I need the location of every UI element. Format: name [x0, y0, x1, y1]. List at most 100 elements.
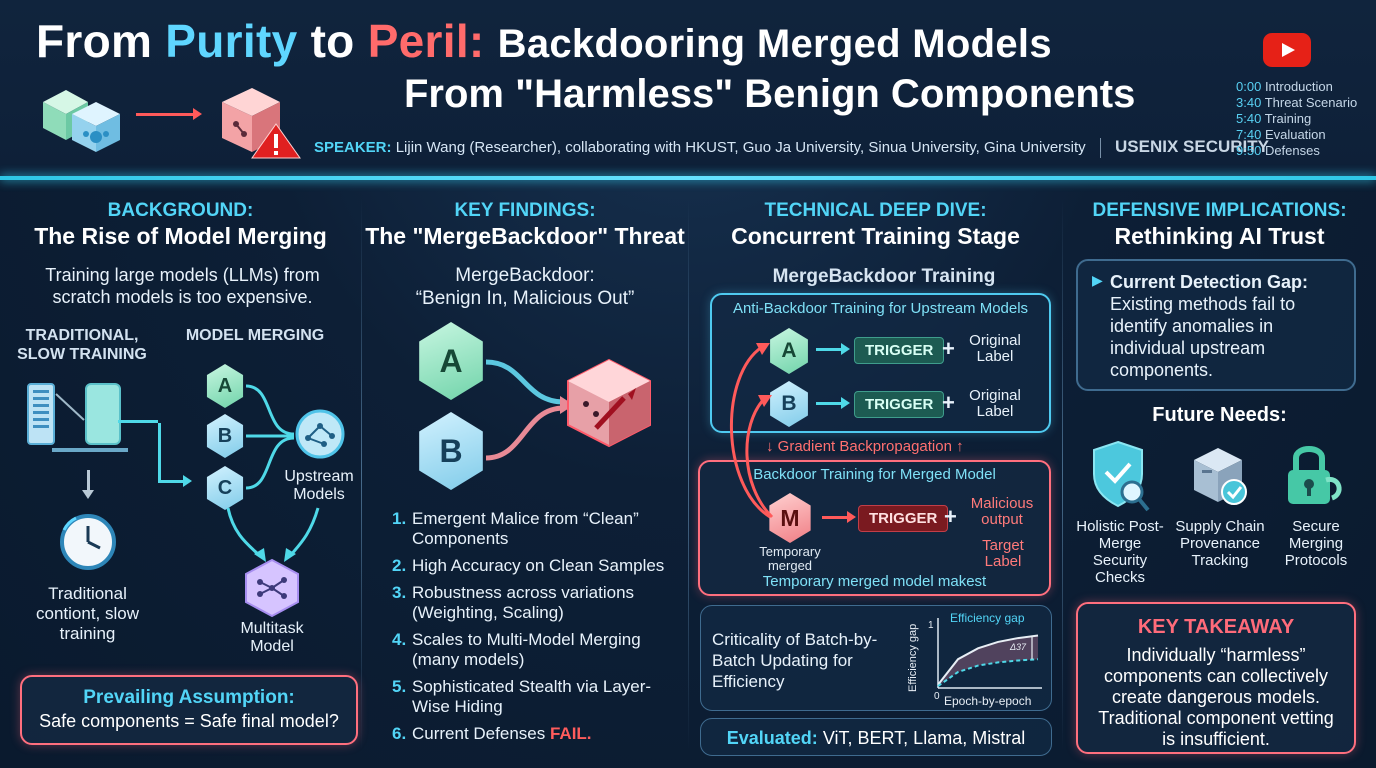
- findings-subheading: The "MergeBackdoor" Threat: [365, 223, 685, 249]
- finding-text: High Accuracy on Clean Samples: [412, 556, 665, 575]
- multitask-label: Multitask Model: [240, 620, 304, 655]
- chapter-time: 7:40: [1236, 127, 1262, 142]
- flow-connector-v: [158, 423, 161, 481]
- malicious-output: Malicious output: [970, 495, 1034, 528]
- y-axis-label: Efficiency gap: [907, 624, 919, 692]
- series-upper-line: [937, 634, 1039, 686]
- arrow-b-trigger: [816, 397, 850, 409]
- temp-merged-label: Temporary merged: [759, 544, 821, 573]
- youtube-play-icon[interactable]: [1263, 33, 1311, 67]
- finding-item: 2. High Accuracy on Clean Samples: [392, 556, 682, 576]
- finding-item: 5.Sophisticated Stealth via Layer-Wise H…: [392, 677, 682, 717]
- backdoor-title: Backdoor Training for Merged Model: [753, 466, 996, 483]
- arrow-a-trigger: [816, 343, 850, 355]
- finding-item: 1. Emergent Malice from “Clean” Component…: [392, 509, 682, 549]
- trigger-m: TRIGGER: [858, 505, 949, 532]
- original-label-a: Original Label: [969, 332, 1021, 365]
- poisoned-cube-icon: [566, 358, 652, 453]
- chapter-item[interactable]: 3:40 Threat Scenario: [1236, 95, 1357, 111]
- background-heading: BACKGROUND:: [107, 200, 254, 221]
- node-c: C: [206, 466, 244, 510]
- future-need-label: Secure Merging Protocols: [1284, 518, 1348, 569]
- findings-list: 1. Emergent Malice from “Clean” Component…: [392, 509, 682, 751]
- backdoor-footer: Temporary merged model makest: [762, 573, 987, 590]
- chart-annotation: Δ37: [1009, 642, 1027, 652]
- takeaway-box: KEY TAKEAWAY Individually “harmless” com…: [1076, 602, 1356, 754]
- original-label-b: Original Label: [969, 387, 1021, 420]
- finding-fail-word: FAIL.: [549, 724, 592, 743]
- defensive-subheading: Rethinking AI Trust: [1114, 223, 1325, 249]
- finding-text: Scales to Multi-Model Merging (many mode…: [412, 630, 641, 669]
- upstream-label: Upstream Models: [284, 468, 354, 503]
- benign-cubes-icon: [38, 84, 124, 159]
- future-need-label: Supply Chain Provenance Tracking: [1175, 518, 1265, 569]
- network-node-icon: [294, 408, 346, 465]
- plus-a: +: [942, 336, 955, 361]
- finding-item: 6. Current Defenses FAIL.: [392, 724, 682, 744]
- takeaway-text: Individually “harmless” components can c…: [1098, 645, 1334, 749]
- to-multitask-lines: [226, 507, 320, 562]
- finding-item: 3.Robustness across variations (Weightin…: [392, 583, 682, 623]
- column-divider-3: [1062, 198, 1063, 750]
- finding-item: 4.Scales to Multi-Model Merging (many mo…: [392, 630, 682, 670]
- assumption-box: Prevailing Assumption: Safe components =…: [20, 675, 358, 745]
- background-intro: Training large models (LLMs) from scratc…: [45, 265, 320, 307]
- header-arrow: [136, 108, 202, 120]
- findings-heading: KEY FINDINGS:: [454, 200, 596, 221]
- server-phone-icon: [22, 380, 142, 465]
- x-axis-label: Epoch-by-epoch: [944, 694, 1031, 708]
- clock-icon: [58, 512, 118, 577]
- merge-lines: [245, 384, 295, 490]
- node-b: B: [206, 414, 244, 458]
- target-label: Target Label: [982, 537, 1024, 570]
- chapter-item[interactable]: 5:40 Training: [1236, 111, 1357, 127]
- finding-number: 1.: [392, 509, 407, 528]
- chapter-label: Threat Scenario: [1264, 95, 1358, 110]
- evaluated-line: Evaluated: ViT, BERT, Llama, Mistral: [726, 728, 1026, 748]
- finding-number: 3.: [392, 583, 407, 602]
- page-title-line2: From "Harmless" Benign Components: [404, 72, 1136, 116]
- finding-text: Emergent Malice from “Clean” Components: [412, 509, 639, 548]
- tagline-title: MergeBackdoor:: [455, 265, 595, 286]
- x-tick-label: 0: [934, 691, 940, 702]
- training-title: MergeBackdoor Training: [772, 266, 996, 287]
- defensive-heading: DEFENSIVE IMPLICATIONS:: [1092, 200, 1347, 221]
- finding-text: Current Defenses: [412, 724, 546, 743]
- y-tick-label: 1: [928, 620, 934, 631]
- chapter-label: Evaluation: [1264, 127, 1326, 142]
- chapter-item[interactable]: 7:40 Evaluation: [1236, 127, 1357, 143]
- page-title-line1: From Purity to Peril: Backdooring Merged…: [36, 15, 1052, 67]
- finding-text: Sophisticated Stealth via Layer-Wise Hid…: [412, 677, 652, 716]
- arrow-down-icon: ↓: [766, 438, 774, 455]
- future-need-label: Holistic Post-Merge Security Checks: [1076, 518, 1164, 586]
- finding-number: 6.: [392, 724, 407, 743]
- gap-area: [938, 635, 1038, 687]
- criticality-text: Criticality of Batch-by-Batch Updating f…: [712, 630, 878, 691]
- chapter-time: 0:00: [1236, 79, 1262, 94]
- anti-backdoor-title: Anti-Backdoor Training for Upstream Mode…: [732, 300, 1029, 317]
- finding-node-b: B: [419, 412, 483, 490]
- future-needs-title: Future Needs:: [1152, 404, 1287, 426]
- chapter-time: 3:40: [1236, 95, 1262, 110]
- chapter-item[interactable]: 9:50 Defenses: [1236, 143, 1357, 159]
- finding-node-a: A: [419, 322, 483, 400]
- chapter-label: Introduction: [1264, 79, 1333, 94]
- chart-title: Efficiency gap: [950, 611, 1025, 625]
- header-divider: [0, 176, 1376, 180]
- header-band: [0, 0, 1376, 178]
- takeaway-title: KEY TAKEAWAY: [1137, 616, 1295, 638]
- merging-heading: MODEL MERGING: [185, 327, 325, 344]
- chapter-item[interactable]: 0:00 Introduction: [1236, 79, 1357, 95]
- findings-tagline: MergeBackdoor: “Benign In, Malicious Out…: [362, 264, 688, 310]
- trigger-b: TRIGGER: [854, 391, 945, 418]
- flow-connector: [118, 420, 158, 423]
- backprop-arcs: [729, 343, 774, 519]
- technical-heading: TECHNICAL DEEP DIVE:: [764, 200, 987, 221]
- finding-number: 2.: [392, 556, 407, 575]
- arrow-m-trigger: [822, 511, 856, 523]
- evaluated-box: Evaluated: ViT, BERT, Llama, Mistral: [700, 718, 1052, 756]
- detection-gap-content: Current Detection Gap: Existing methods …: [1110, 272, 1309, 380]
- gradient-label: ↓ Gradient Backpropagation ↑: [766, 438, 964, 455]
- plus-m: +: [944, 504, 957, 529]
